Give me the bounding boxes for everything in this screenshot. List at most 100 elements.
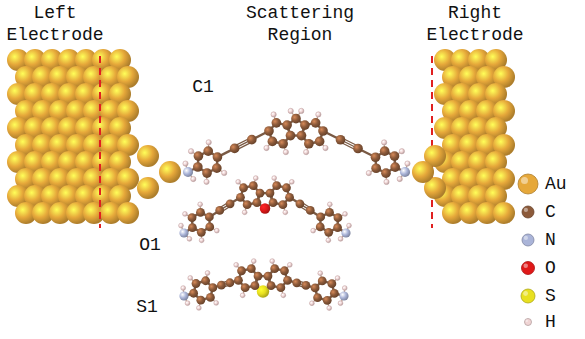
atom (296, 199, 305, 208)
atom (226, 278, 235, 287)
atom (264, 272, 273, 281)
atom (269, 198, 278, 207)
atom (280, 266, 289, 275)
atom (217, 281, 226, 290)
atom (267, 281, 276, 290)
atom (205, 271, 210, 276)
atom (188, 276, 193, 281)
right-electrode (412, 49, 515, 228)
legend-text: H (545, 312, 556, 332)
atom (194, 151, 204, 161)
atom (270, 264, 279, 273)
atom (179, 228, 188, 237)
atom (311, 118, 321, 128)
atom (256, 189, 265, 198)
atom (334, 213, 343, 222)
swatch-highlight (521, 177, 528, 184)
legend-item (522, 262, 535, 275)
atom (283, 276, 292, 285)
atom (203, 146, 213, 156)
gold-atom (117, 202, 139, 224)
atom (400, 167, 410, 177)
atom (338, 236, 343, 241)
legend-swatch (521, 289, 535, 303)
atom (213, 152, 223, 162)
atom (272, 176, 277, 181)
left-electrode (7, 49, 181, 228)
atom (316, 213, 325, 222)
atom (234, 276, 243, 285)
atom (196, 208, 205, 217)
atom (278, 139, 288, 149)
atom (311, 228, 316, 233)
atom (338, 301, 343, 306)
atom (399, 149, 404, 154)
legend-text: Au (545, 174, 567, 194)
region-label: Scattering Region (240, 2, 360, 46)
atom (397, 176, 402, 181)
atom (315, 137, 325, 147)
gold-atom (493, 202, 515, 224)
atom (316, 223, 325, 232)
atom (327, 202, 332, 207)
legend-item (525, 319, 532, 326)
atom (304, 139, 314, 149)
atom (206, 293, 215, 302)
atom (234, 262, 239, 267)
atom (325, 208, 334, 217)
atom (405, 161, 410, 166)
molecule (179, 176, 352, 243)
atom (253, 176, 258, 181)
legend-item (522, 234, 534, 246)
atom (371, 152, 381, 162)
atom (187, 236, 192, 241)
atom (381, 168, 391, 178)
atom (291, 114, 301, 124)
atom (382, 140, 387, 145)
atom (390, 151, 400, 161)
atom (199, 238, 204, 243)
gold-tip-atom (159, 161, 181, 183)
atom (282, 120, 292, 130)
atom (299, 108, 304, 113)
atom (289, 179, 294, 184)
atom (266, 189, 275, 198)
atom (236, 193, 245, 202)
atom (191, 176, 196, 181)
atom (251, 259, 256, 264)
atom (302, 281, 311, 290)
atom (318, 126, 328, 136)
atom (247, 135, 257, 145)
atom (188, 223, 197, 232)
region-label: C1 (186, 76, 220, 98)
atom (339, 291, 348, 300)
atom (251, 281, 260, 290)
atom (240, 293, 245, 298)
atom (198, 202, 203, 207)
atom (318, 271, 323, 276)
atom (323, 145, 328, 150)
atom (222, 170, 227, 175)
gold-tip-atom (137, 177, 159, 199)
atom (189, 289, 198, 298)
atom (297, 131, 307, 141)
legend-swatch (525, 319, 532, 326)
atom (247, 264, 256, 273)
legend-text: C (545, 202, 556, 222)
atom (366, 170, 371, 175)
atom (390, 162, 400, 172)
atom (264, 126, 274, 136)
legend-item (521, 289, 535, 303)
legend-item (518, 174, 538, 194)
atom (306, 206, 315, 215)
unit-cell-boundary (99, 56, 101, 228)
atom (206, 140, 211, 145)
atom (371, 163, 381, 173)
atom (288, 108, 293, 113)
legend-text: S (545, 286, 556, 306)
atom (342, 286, 347, 291)
atom (197, 228, 206, 237)
molecule (183, 108, 410, 184)
atom (242, 210, 247, 215)
